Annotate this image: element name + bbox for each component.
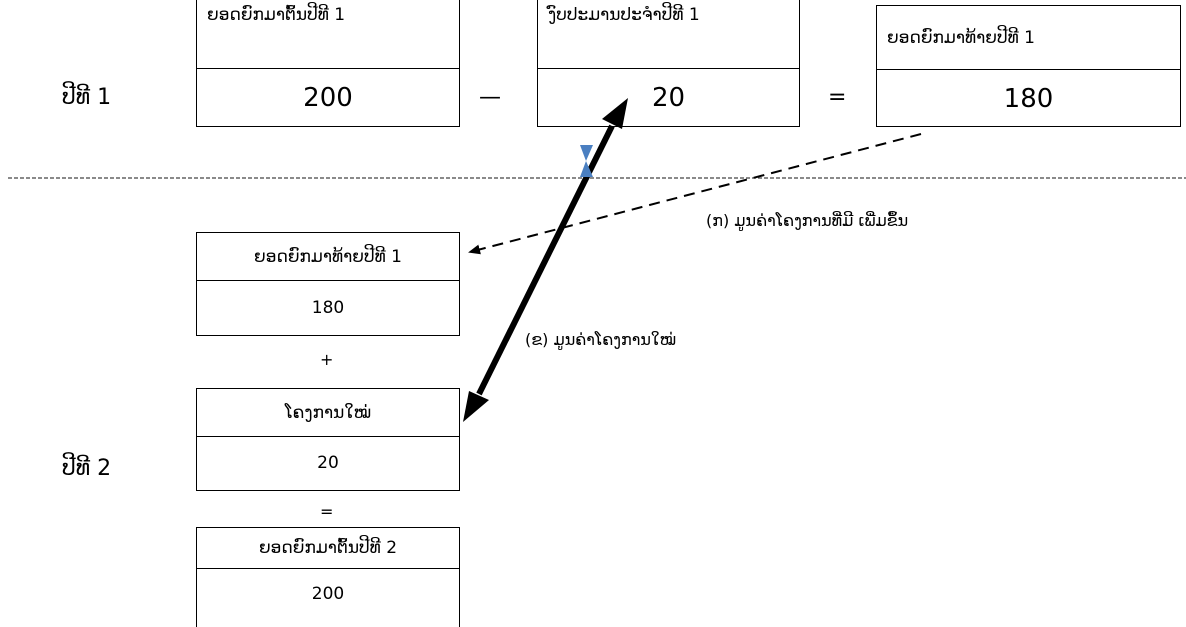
year2-new-project-header: ໂຄງການໃໝ່ <box>197 389 459 437</box>
year2-opening-value: 200 <box>311 584 345 604</box>
plus-sign: + <box>320 350 334 369</box>
year2-label: ປີທີ 2 <box>62 456 112 481</box>
year1-closing-header: ຍອດຍົກມາທ້າຍປີທີ 1 <box>877 6 1180 70</box>
equals-sign-2: = <box>320 502 334 521</box>
annotation-b: (ຂ) ມູນຄ່າໂຄງການໃໝ່ <box>525 330 677 349</box>
double-arrow-head-bottom <box>463 391 489 422</box>
year1-closing-box: ຍອດຍົກມາທ້າຍປີທີ 1 180 <box>876 5 1181 127</box>
year2-new-project-box: ໂຄງການໃໝ່ 20 <box>196 388 460 491</box>
year1-opening-value: 200 <box>303 82 353 113</box>
year2-opening-box: ຍອດຍົກມາຕົ້ນປີທີ 2 200 <box>196 527 460 627</box>
year1-label: ປີທີ 1 <box>62 85 112 110</box>
year2-carried-value: 180 <box>311 297 345 318</box>
year2-carried-box: ຍອດຍົກມາທ້າຍປີທີ 1 180 <box>196 232 460 336</box>
year2-carried-header: ຍອດຍົກມາທ້າຍປີທີ 1 <box>197 233 459 281</box>
double-arrow-shaft <box>476 124 615 396</box>
year1-budget-value: 20 <box>651 82 686 113</box>
dashed-arrow-increase <box>468 133 922 255</box>
equals-sign: = <box>828 85 847 110</box>
year1-budget-header: ງົບປະມານປະຈຳປີທີ 1 <box>538 0 799 69</box>
year1-opening-header: ຍອດຍົກມາຕົ້ນປີທີ 1 <box>197 0 459 69</box>
annotation-a: (ກ) ມູນຄ່າໂຄງການທີ່ມີ ເພີ່ມຂຶ້ນ <box>706 211 909 230</box>
year2-new-project-value: 20 <box>317 453 339 473</box>
year1-closing-value: 180 <box>1003 83 1054 114</box>
double-arrow-head-top <box>602 98 628 129</box>
year1-budget-box: ງົບປະມານປະຈຳປີທີ 1 20 <box>537 0 800 127</box>
year1-opening-box: ຍອດຍົກມາຕົ້ນປີທີ 1 200 <box>196 0 460 127</box>
year2-opening-header: ຍອດຍົກມາຕົ້ນປີທີ 2 <box>197 528 459 569</box>
minus-sign: — <box>479 85 501 110</box>
hourglass-marker-icon <box>580 145 593 177</box>
